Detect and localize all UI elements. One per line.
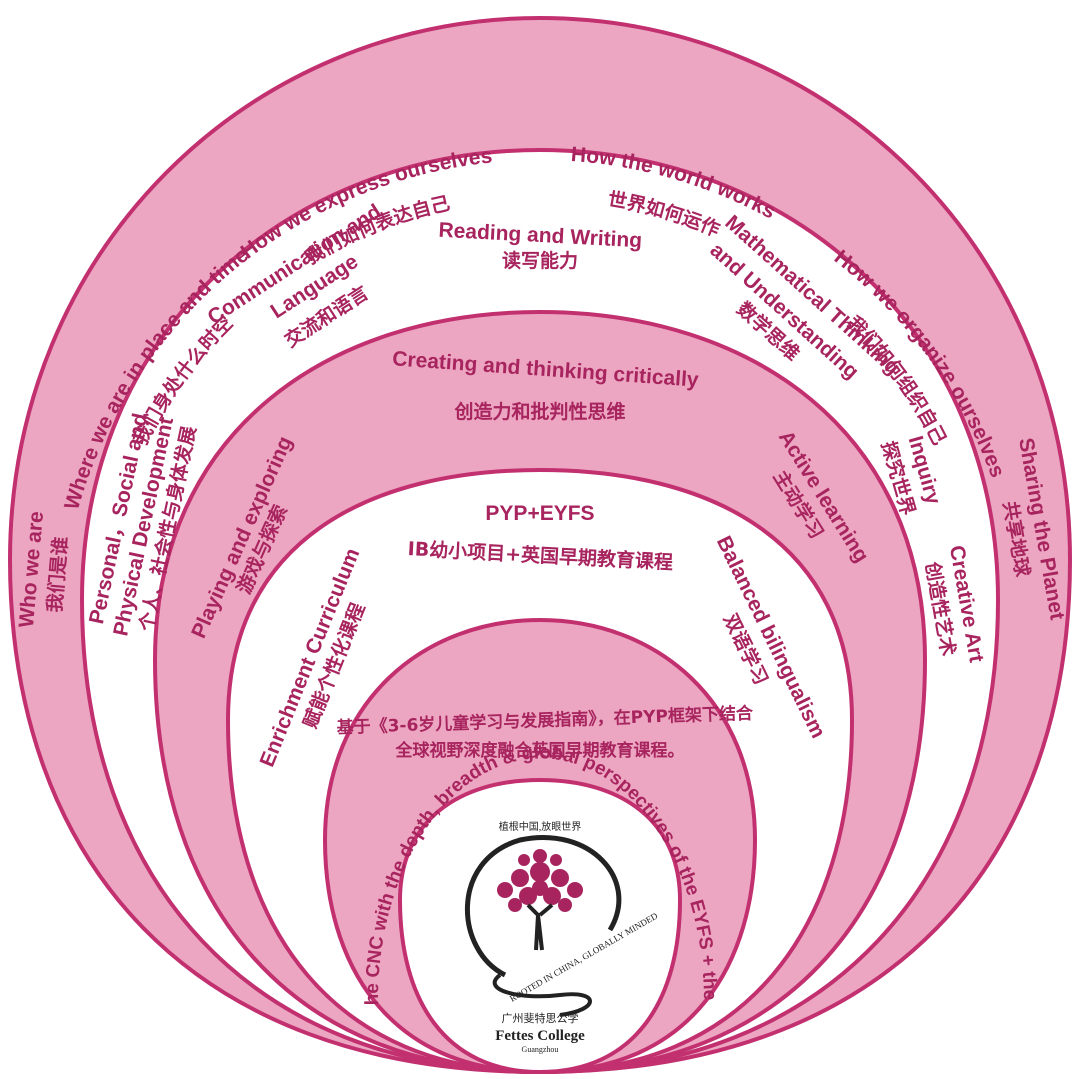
globe-stand-icon: [492, 973, 592, 1017]
logo-motto-zh: 植根中国,放眼世界: [499, 820, 582, 833]
globe-ring-icon: [464, 835, 622, 978]
ring3-top-zh: 创造力和批判性思维: [453, 400, 625, 423]
tree-icon: [497, 849, 583, 912]
logo-school-zh: 广州斐特思公学: [502, 1011, 579, 1025]
ring4-top-en: PYP+EYFS: [485, 502, 594, 525]
logo-school-en: Fettes College: [495, 1028, 585, 1044]
tree-trunk-icon: [526, 903, 554, 951]
ring5-zh2: 全球视野深度融合英国早期教育课程。: [395, 740, 685, 761]
logo-city: Guangzhou: [522, 1045, 559, 1054]
ring2-top-zh: 读写能力: [502, 249, 578, 272]
